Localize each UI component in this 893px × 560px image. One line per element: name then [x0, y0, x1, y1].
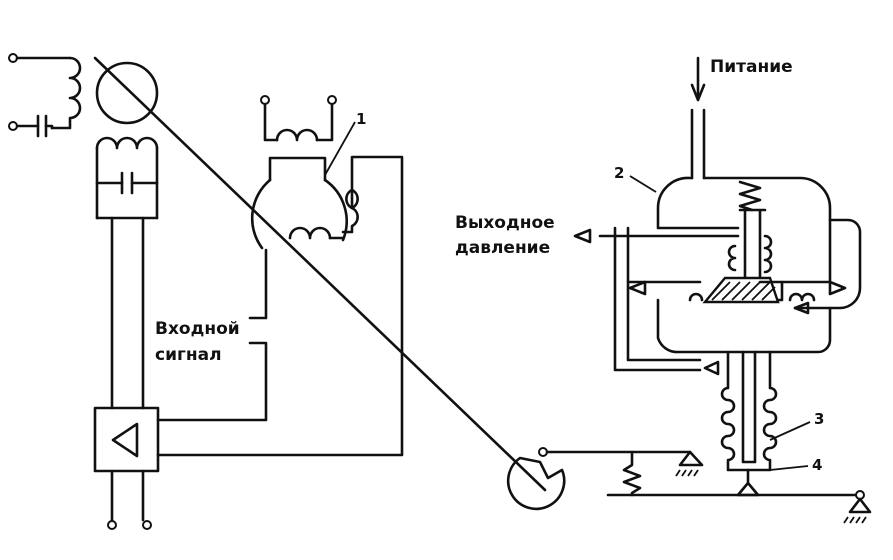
bellows-rod: [741, 350, 757, 464]
valve-stem: [738, 208, 767, 284]
upper-spring: [738, 180, 762, 212]
stator-left-arc: [250, 178, 272, 250]
supply-coil: [50, 56, 82, 130]
stator-top: [268, 156, 327, 182]
callout-3-leader: [769, 421, 811, 441]
terminal-amp-left: [107, 520, 117, 530]
callout-2: 2: [614, 164, 624, 182]
motor-circle: [95, 61, 159, 125]
feedback-loop-right: [793, 218, 862, 310]
excitation-coil: [275, 128, 319, 142]
spring: [622, 450, 642, 497]
pivot-support-1: [678, 450, 704, 467]
upper-chamber-left: [656, 176, 740, 230]
callout-1: 1: [356, 110, 366, 128]
fulcrum: [736, 481, 760, 497]
upper-chamber-right: [702, 176, 832, 284]
left-resonant-loop: [95, 136, 159, 410]
feedback-shaft: [93, 56, 547, 492]
callout-4-leader: [769, 465, 809, 471]
amplifier-triangle-icon: [111, 422, 139, 458]
lower-chamber: [656, 298, 832, 354]
terminal-amp-right: [142, 520, 152, 530]
supply-coil-circuit: [8, 53, 82, 138]
callout-3: 3: [814, 410, 824, 428]
loop-capacitor: [120, 171, 134, 195]
rotor-coil: [288, 226, 332, 240]
cam: [506, 456, 566, 511]
input-signal-label-line2: сигнал: [155, 345, 222, 365]
pneumatic-relay: Питание Выходное давление: [455, 56, 862, 485]
callout-1-leader: [324, 121, 356, 176]
loop-coil: [95, 136, 159, 150]
callout-4: 4: [812, 456, 822, 474]
bellows: [720, 350, 778, 472]
exhaust-left-arrow-icon: [628, 280, 647, 296]
amplifier: [93, 155, 404, 530]
exhaust-right-arrow-icon: [828, 280, 847, 296]
amplifier-box: [93, 406, 160, 473]
output-arrow-icon: [573, 228, 592, 244]
callout-2-leader: [629, 175, 657, 193]
lower-arrow-icon: [703, 360, 720, 376]
cam-lever-mechanism: [506, 447, 872, 524]
supply-label: Питание: [710, 57, 793, 77]
transducer-1: 1: [248, 95, 366, 320]
input-signal-label-line1: Входной: [155, 319, 240, 339]
output-label-line2: давление: [455, 238, 550, 258]
output-label-line1: Выходное: [455, 213, 555, 233]
